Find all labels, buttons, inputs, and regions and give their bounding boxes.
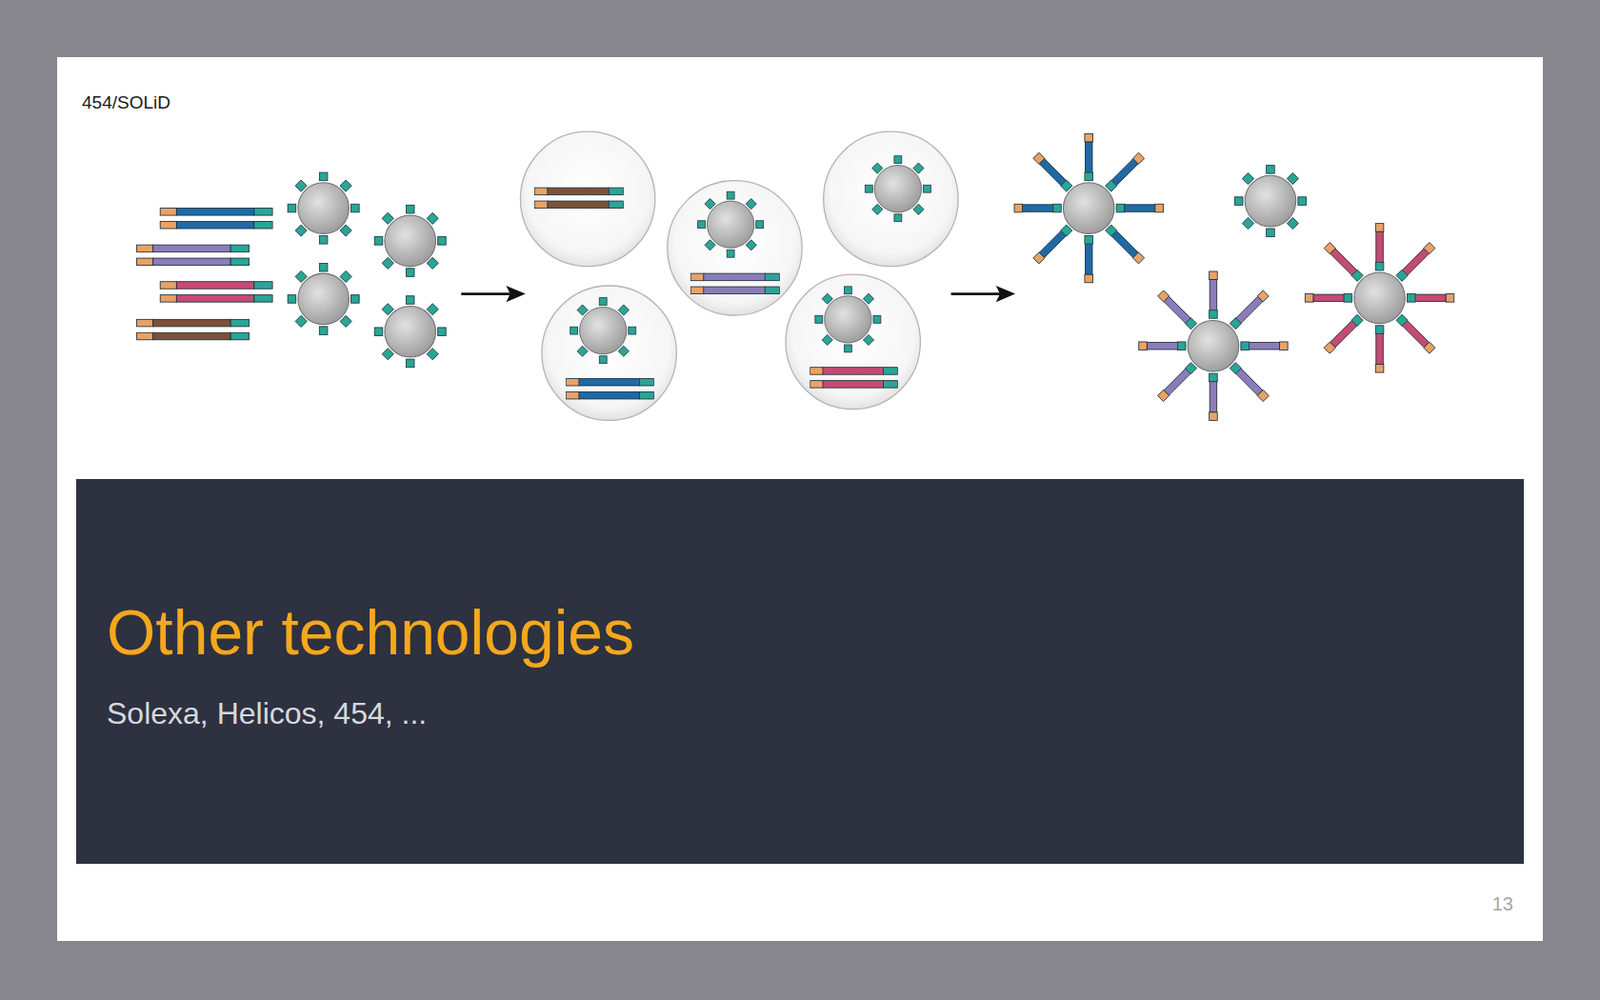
page-number: 13 <box>1492 893 1514 916</box>
slide-subtitle: Solexa, Helicos, 454, ... <box>106 696 427 732</box>
technology-label: 454/SOLiD <box>81 92 171 114</box>
slide-title: Other technologies <box>106 597 635 670</box>
title-band: Other technologiesSolexa, Helicos, 454, … <box>76 479 1524 864</box>
